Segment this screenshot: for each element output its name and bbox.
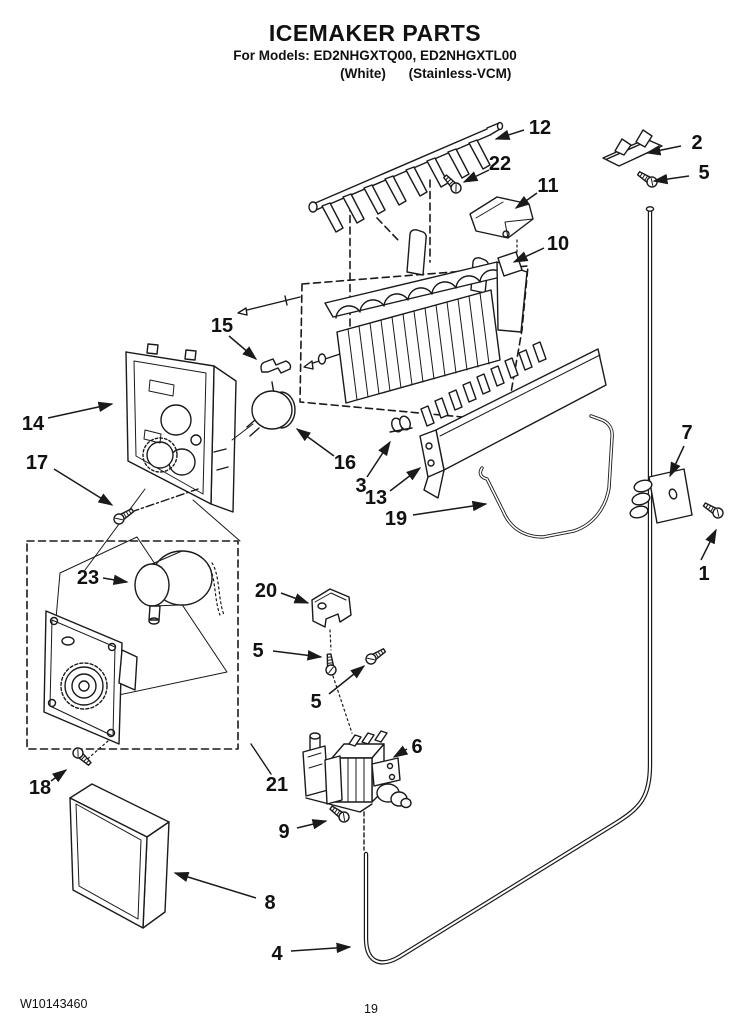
leader-3 [366,440,391,478]
callout-8: 8 [264,892,275,914]
callout-4: 4 [271,943,283,965]
leader-1 [700,528,717,561]
part-control-module [84,343,241,571]
callout-15: 15 [211,315,233,337]
callout-14: 14 [22,413,45,435]
leader-15 [228,335,258,360]
leader-5c [328,665,366,695]
leader-7 [669,445,685,478]
leader-21 [250,743,272,775]
part-screw-5b [323,652,338,677]
part-tube-clamp [629,468,693,524]
callout-19: 19 [385,508,407,530]
part-thermostat [231,390,296,441]
leader-17 [53,468,114,506]
callout-22: 22 [489,153,511,175]
part-screw-17 [111,505,136,527]
part-icemaker-mold [237,229,529,422]
callout-2: 2 [691,132,702,154]
callout-3: 3 [355,475,366,497]
leader-12 [494,129,525,140]
leader-18 [50,769,68,783]
callout-17: 17 [26,452,48,474]
leader-10 [512,247,545,263]
leader-22 [462,169,490,183]
part-ice-stripper [419,341,607,499]
part-thermostat-clip [260,358,292,395]
part-screw-1 [701,499,726,521]
callout-11: 11 [537,175,558,197]
callout-12: 12 [529,117,551,139]
callout-20: 20 [255,580,277,602]
leader-5a [652,173,690,185]
models-line: For Models: ED2NHGXTQ00, ED2NHGXTL00 [233,48,517,63]
leader-23 [102,574,129,585]
callout-23: 23 [77,567,99,589]
callout-10: 10 [547,233,569,255]
part-screw-5a [635,168,660,190]
leader-4 [290,942,352,954]
callout-7: 7 [681,422,692,444]
finish-white-label: (White) [340,66,386,81]
part-motor-assembly [26,536,239,763]
callout-labels: 12 2 22 5 11 10 15 14 16 17 3 13 19 7 1 … [22,117,710,965]
callout-9: 9 [278,821,289,843]
part-water-valve [302,730,412,851]
leader-5b [272,650,323,661]
leader-14 [47,401,114,419]
leader-16 [295,428,335,457]
callout-5b: 5 [252,640,263,662]
leader-13 [389,467,422,492]
leader-8 [173,871,257,899]
document-number: W10143460 [20,997,88,1011]
page-number: 19 [364,1002,378,1016]
callout-6: 6 [411,736,422,758]
callout-13: 13 [365,487,387,509]
leader-11 [514,192,538,209]
leader-20 [280,592,310,604]
finish-stainless-label: (Stainless-VCM) [408,66,512,81]
part-screw-5c [363,645,388,667]
leader-2 [645,145,682,156]
part-cover [69,783,170,929]
callout-16: 16 [334,452,356,474]
part-shutoff-arm [478,414,614,539]
callout-5a: 5 [698,162,709,184]
callout-5c: 5 [310,691,321,713]
callout-21: 21 [266,774,288,796]
part-clip [389,415,413,433]
part-door-bracket [311,588,353,734]
part-fill-tube [363,206,655,965]
callout-1: 1 [698,563,709,585]
leader-9 [296,819,328,830]
callout-18: 18 [29,777,51,799]
part-support-bracket [602,129,663,167]
leader-19 [412,500,488,516]
callout-leaders [47,129,717,954]
leader-6 [392,745,409,758]
page-title: ICEMAKER PARTS [268,20,482,46]
